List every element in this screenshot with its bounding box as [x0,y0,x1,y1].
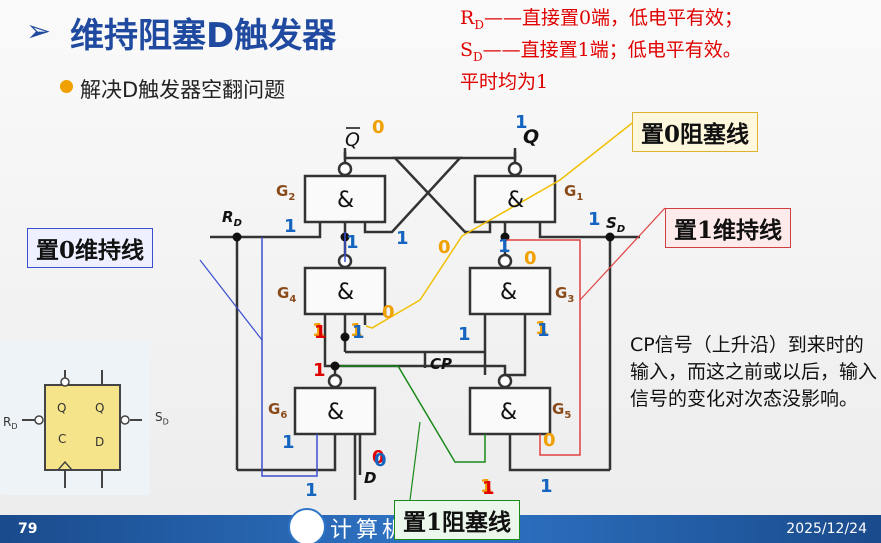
label-hold1: 置1维持线 [665,208,792,248]
signal-cp: CP [430,355,452,373]
explanation-text: CP信号（上升沿）到来时的输入，而这之前或以后，输入信号的变化对次态没影响。 [630,334,878,410]
value-g3-out-1: 1 [498,236,511,257]
gate-g6-box [293,386,377,436]
hold1-line [505,239,581,456]
page-number: 79 [18,521,38,537]
value-bottom-1: 1 [305,480,318,501]
gate-g2-symbol: & [337,188,354,213]
value-g4-in2-b: 1 [352,322,365,343]
dff-symbol: Q Q C D RD [3,370,142,488]
gate-g1-label: G1 [564,182,583,203]
gate-g6-label: G6 [268,400,287,421]
school-emblem-icon [288,508,326,543]
dff-symbol-panel: Q Q C D RD [0,340,150,495]
mini-q: Q [95,401,104,415]
value-g3-in-0: 0 [438,237,451,258]
value-g4-in1-b: 1 [314,322,327,343]
mini-c: C [58,432,66,446]
value-g3-in-1: 1 [458,324,471,345]
gate-g3-box [468,266,552,316]
hold0-line [261,237,318,477]
value-g3-in2-a: 1 [535,318,548,339]
value-rd-1: 1 [284,216,297,237]
note-normal: 平时均为1 [460,70,549,93]
block0-line [365,119,637,329]
signal-sd: SD [606,214,625,235]
value-sd-1: 1 [588,209,601,230]
value-q-1: 1 [515,112,528,133]
gate-g3-label: G3 [555,284,574,305]
value-d-0: 0 [372,447,385,468]
arrow-icon: ➢ [26,14,52,49]
value-g5-in-a: 1 [480,476,493,497]
mini-sd-label: SD [155,410,169,427]
signal-qbar: Q [345,129,360,151]
value-g4-in2-a: 1 [350,320,363,341]
gate-g3-symbol: & [500,280,517,305]
mini-rd: RD [3,415,18,431]
subtitle: 解决D触发器空翻问题 [80,78,286,102]
value-g5-in-b: 1 [482,478,495,499]
value-g4-out-1: 1 [346,232,359,253]
mini-qbar: Q [57,401,66,415]
gate-g5-box [468,386,552,436]
signal-d: D [364,469,376,487]
value-g4-in-0: 0 [382,302,395,323]
value-g4-in1-a: 1 [312,320,325,341]
gate-g4-label: G4 [277,284,296,305]
value-g1-in-1: 1 [396,228,409,249]
gate-g5-symbol: & [500,400,517,425]
gate-g2-label: G2 [276,182,295,203]
gate-g5-label: G5 [552,400,571,421]
value-qbar-0: 0 [372,117,385,138]
notes: RD——直接置0端，低电平有效； SD——直接置1端；低电平有效。 平时均为1 [460,6,743,95]
value-g6-in-1: 1 [282,432,295,453]
gate-g4-symbol: & [337,280,354,305]
signal-rd: RD [222,208,242,229]
mini-d: D [95,435,104,449]
note-rd: RD——直接置0端，低电平有效； [460,7,744,32]
gate-g1-box [473,174,557,224]
gate-g1-symbol: & [507,188,524,213]
signal-q: Q [523,126,539,148]
block1-line [340,365,486,463]
bullet-icon [60,80,73,93]
gate-g6-symbol: & [327,400,344,425]
value-g3-out-0: 0 [524,248,537,269]
value-d-0-b: 0 [374,450,387,471]
value-g3-in2-b: 1 [537,320,550,341]
page-title: 维持阻塞D触发器 [70,16,337,56]
footer-date: 2025/12/24 [786,521,867,537]
label-hold0: 置0维持线 [27,228,154,268]
value-g5-0: 0 [543,430,556,451]
note-sd: SD——直接置1端；低电平有效。 [460,38,742,64]
label-block1: 置1阻塞线 [394,500,521,540]
label-block0: 置0阻塞线 [632,112,759,152]
value-g5-in-1: 1 [540,476,553,497]
value-g6-out-1: 1 [313,360,326,381]
